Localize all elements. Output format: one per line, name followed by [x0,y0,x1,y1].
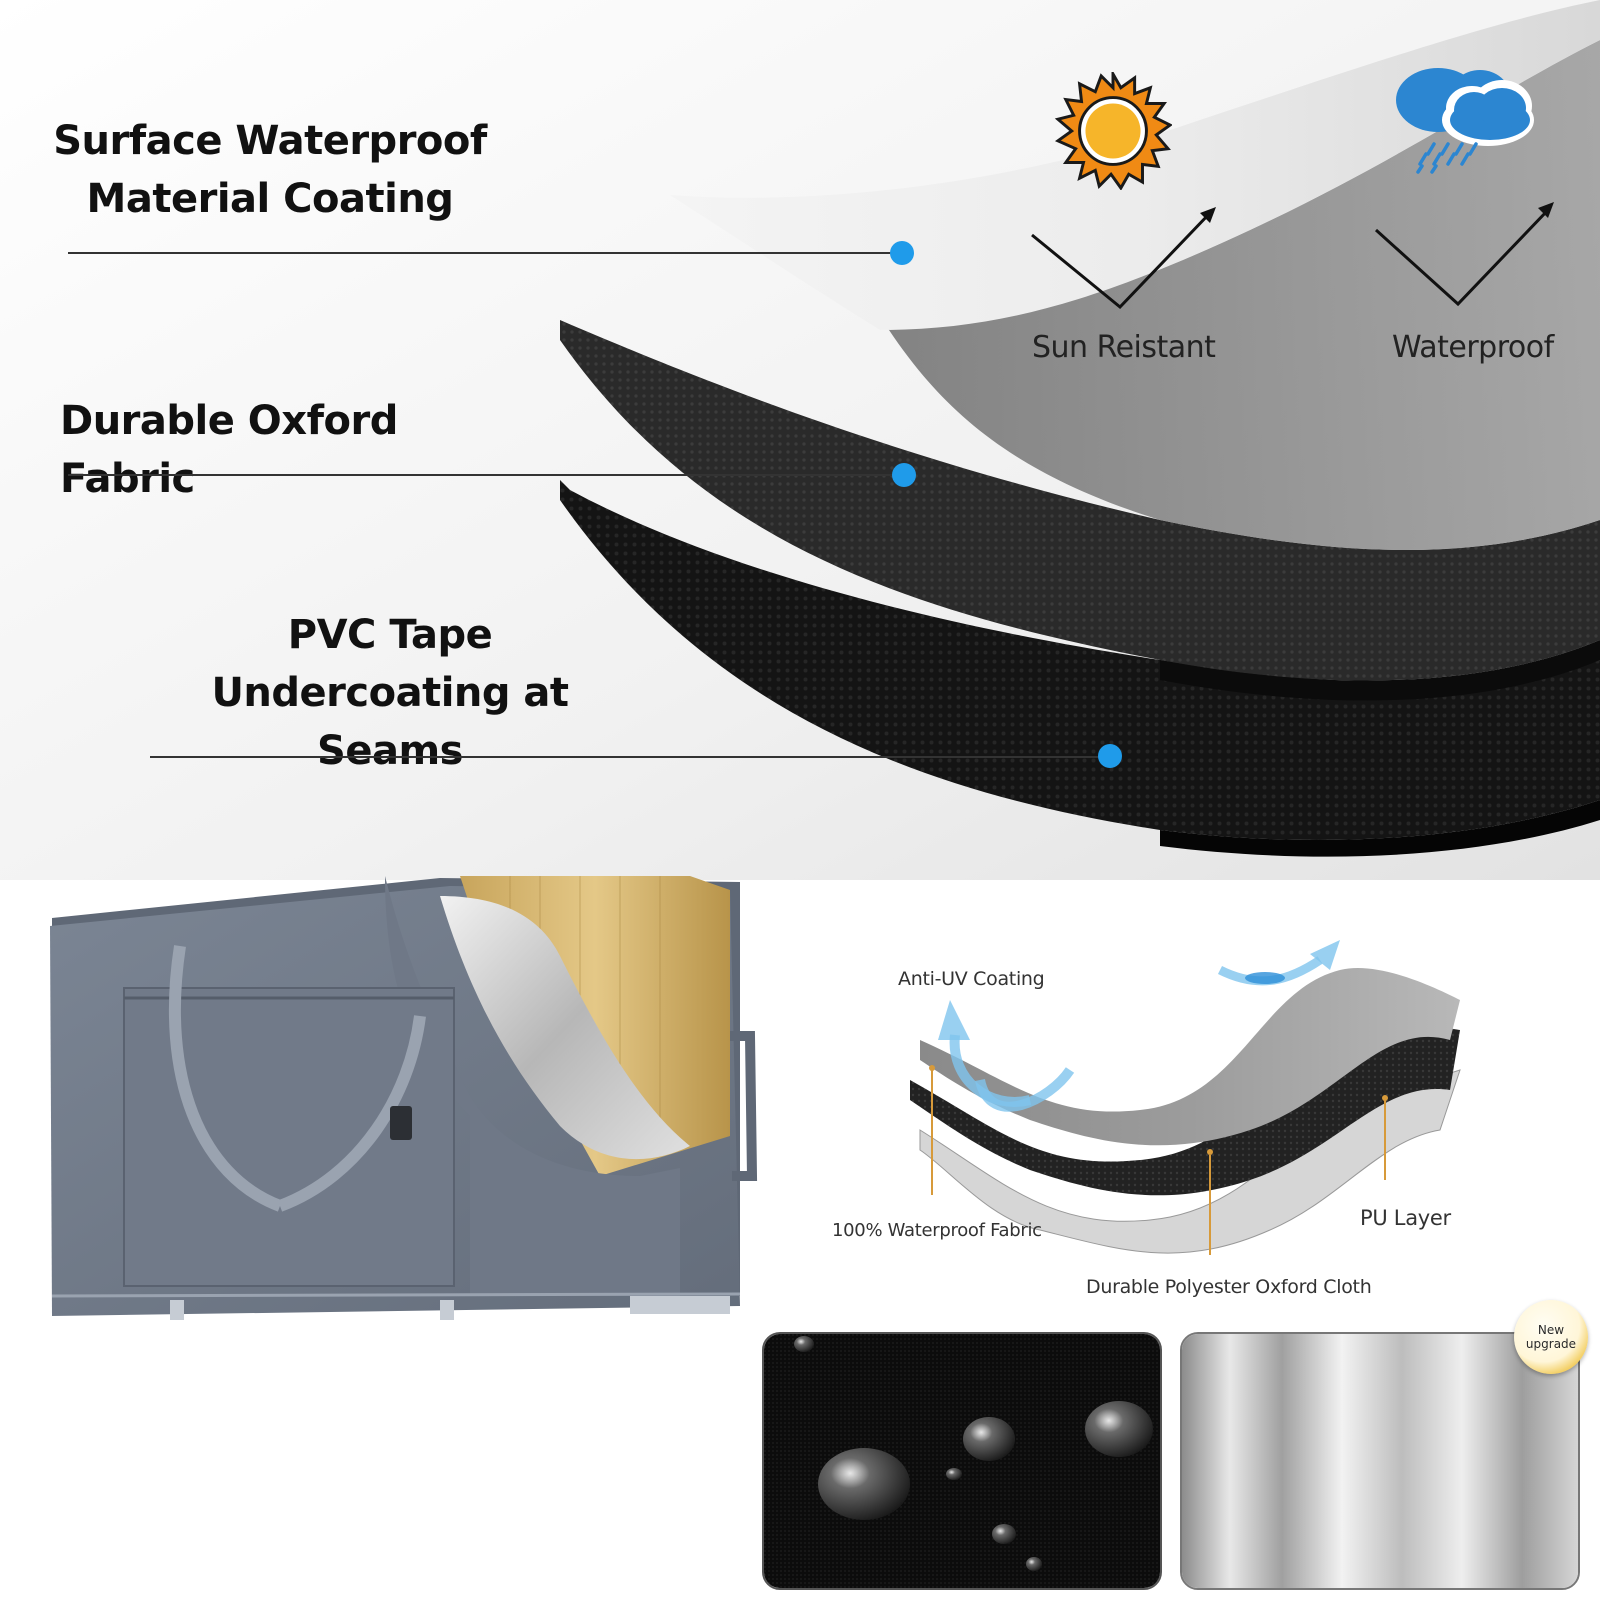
surface-callout-dot [890,241,914,265]
rain-cloud-icon [1396,68,1534,174]
oxford-callout-line [68,474,900,476]
surface-callout-line [68,252,900,254]
surface-label-line-1: Surface Waterproof [53,118,487,164]
silver-fabric-image [1182,1334,1578,1588]
storage-bag-image [50,876,758,1320]
surface-label-line-2: Material Coating [86,176,454,222]
oxford-callout-dot [892,463,916,487]
fabric-layers-illustration [0,0,1600,880]
surface-waterproof-label: Surface Waterproof Material Coating [50,112,490,228]
badge-line-2: upgrade [1525,1337,1577,1351]
silver-coating-closeup [1180,1332,1580,1590]
pvc-callout-line [150,756,1110,758]
anti-uv-coating-label: Anti-UV Coating [898,968,1045,990]
waterproof-label: Waterproof [1392,330,1554,365]
waterproof-fabric-label: 100% Waterproof Fabric [832,1220,1042,1241]
sun-resistant-label: Sun Reistant [1032,330,1216,365]
sun-icon [1054,72,1172,190]
waterproof-fabric-closeup [762,1332,1162,1590]
sun-resistant-check-icon [1031,207,1216,310]
pu-layer-label: PU Layer [1360,1206,1451,1230]
water-droplets-image [764,1334,1160,1588]
oxford-cloth-label: Durable Polyester Oxford Cloth [1086,1276,1372,1298]
oxford-label-line-1: Durable Oxford Fabric [60,398,398,502]
pvc-tape-label: PVC Tape Undercoating at Seams [140,606,640,780]
pvc-label-line-1: PVC Tape [287,612,493,658]
pvc-label-line-2: Undercoating at Seams [211,670,569,774]
waterproof-check-icon [1374,202,1554,307]
oxford-fabric-label: Durable Oxford Fabric [60,392,530,508]
new-upgrade-badge: New upgrade [1514,1300,1588,1374]
fabric-layer-diagram [910,940,1461,1255]
pvc-callout-dot [1098,744,1122,768]
material-layers-section: Surface Waterproof Material Coating Dura… [0,0,1600,880]
badge-line-1: New [1537,1323,1565,1337]
